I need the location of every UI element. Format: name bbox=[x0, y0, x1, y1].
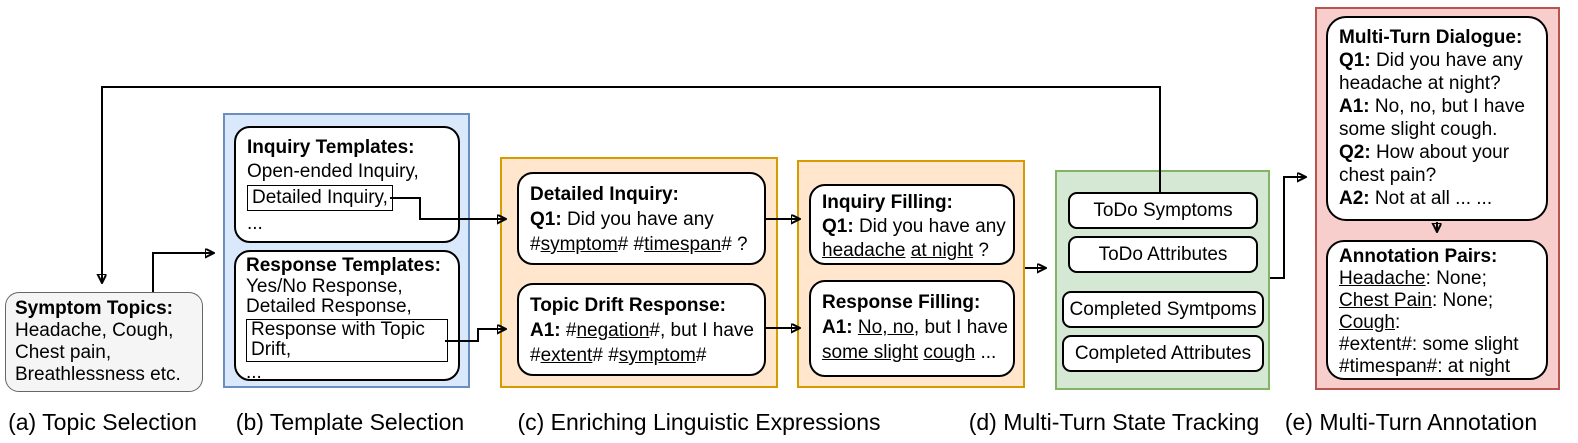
text-line: chest pain? bbox=[1339, 165, 1437, 186]
response-filling-box: Response Filling: A1: No, no, but I have s… bbox=[809, 280, 1015, 377]
text-line: some slight cough. bbox=[1339, 119, 1498, 140]
text-line: Response Filling: bbox=[822, 292, 981, 313]
text-line: Detailed Inquiry, bbox=[247, 185, 393, 211]
symptom-topics-box: Symptom Topics:Headache, Cough,Chest pai… bbox=[5, 292, 203, 392]
text-line: Response with Topic Drift, bbox=[246, 318, 448, 362]
caption-topic-selection: (a) Topic Selection bbox=[8, 409, 197, 435]
text-line: #extent#: some slight bbox=[1339, 334, 1519, 355]
text-line: ... bbox=[247, 213, 263, 234]
topic-drift-response-box: Topic Drift Response: A1: #negation#, but… bbox=[517, 283, 766, 376]
caption-state-tracking: (d) Multi-Turn State Tracking bbox=[968, 409, 1260, 435]
caption-template-selection: (b) Template Selection bbox=[235, 409, 465, 435]
inquiry-filling-box: Inquiry Filling: Q1: Did you have any head… bbox=[809, 184, 1015, 265]
text-line: some slight cough ... bbox=[822, 342, 997, 363]
text-line: Chest pain, bbox=[15, 342, 112, 363]
text-line: Inquiry Filling: bbox=[822, 192, 953, 213]
text-line: Yes/No Response, bbox=[246, 275, 403, 297]
text-line: Q1: Did you have any bbox=[1339, 50, 1523, 71]
text-line: A2: Not at all ... ... bbox=[1339, 188, 1493, 209]
text-line: A1: No, no, but I have bbox=[822, 317, 1008, 338]
text-line: A1: No, no, but I have bbox=[1339, 96, 1525, 117]
text-line: Headache: None; bbox=[1339, 268, 1487, 289]
text-line: Inquiry Templates: bbox=[247, 137, 415, 158]
caption-enriching: (c) Enriching Linguistic Expressions bbox=[517, 409, 881, 435]
state-item-completed-symptoms: Completed Symtpoms bbox=[1062, 291, 1264, 328]
state-item-todo-attributes: ToDo Attributes bbox=[1068, 236, 1258, 273]
text-line: Q2: How about your bbox=[1339, 142, 1510, 163]
caption-annotation: (e) Multi-Turn Annotation bbox=[1284, 409, 1538, 435]
text-line: Chest Pain: None; bbox=[1339, 290, 1494, 311]
multi-turn-dialogue-box: Multi-Turn Dialogue:Q1: Did you have any… bbox=[1326, 16, 1548, 221]
text-line: #extent# #symptom# bbox=[530, 345, 707, 366]
text-line: Symptom Topics: bbox=[15, 298, 173, 319]
text-line: #timespan#: at night bbox=[1339, 356, 1511, 377]
text-line: #symptom# #timespan# ? bbox=[530, 234, 748, 255]
text-line: Open-ended Inquiry, bbox=[247, 161, 419, 182]
text-line: Multi-Turn Dialogue: bbox=[1339, 27, 1523, 48]
text-line: Response Templates: bbox=[246, 255, 441, 276]
text-line: Headache, Cough, bbox=[15, 320, 174, 341]
detailed-inquiry-box: Detailed Inquiry: Q1: Did you have any #sy… bbox=[517, 172, 766, 265]
text-line: ... bbox=[246, 361, 262, 383]
arrow-state-to-annotation bbox=[1270, 177, 1305, 279]
text-line: Detailed Inquiry: bbox=[530, 184, 679, 205]
text-line: A1: #negation#, but I have bbox=[530, 320, 754, 341]
arrow-topic-to-templates bbox=[152, 253, 213, 292]
text-line: Breathlessness etc. bbox=[15, 364, 181, 385]
text-line: Annotation Pairs: bbox=[1339, 246, 1498, 267]
text-line: Q1: Did you have any bbox=[822, 216, 1006, 237]
text-line: Q1: Did you have any bbox=[530, 209, 714, 230]
text-line: Topic Drift Response: bbox=[530, 295, 726, 316]
response-templates-box: Response Templates:Yes/No Response,Detai… bbox=[234, 250, 460, 383]
inquiry-templates-box: Inquiry Templates: Open-ended Inquiry, Det… bbox=[234, 126, 460, 243]
state-item-todo-symptoms: ToDo Symptoms bbox=[1068, 192, 1258, 229]
text-line: headache at night ? bbox=[822, 240, 989, 261]
text-line: headache at night? bbox=[1339, 73, 1501, 94]
text-line: Cough: bbox=[1339, 312, 1401, 333]
annotation-pairs-box: Annotation Pairs:Headache: None;Chest Pa… bbox=[1326, 240, 1548, 380]
state-item-completed-attributes: Completed Attributes bbox=[1062, 335, 1264, 372]
text-line: Detailed Response, bbox=[246, 296, 412, 317]
